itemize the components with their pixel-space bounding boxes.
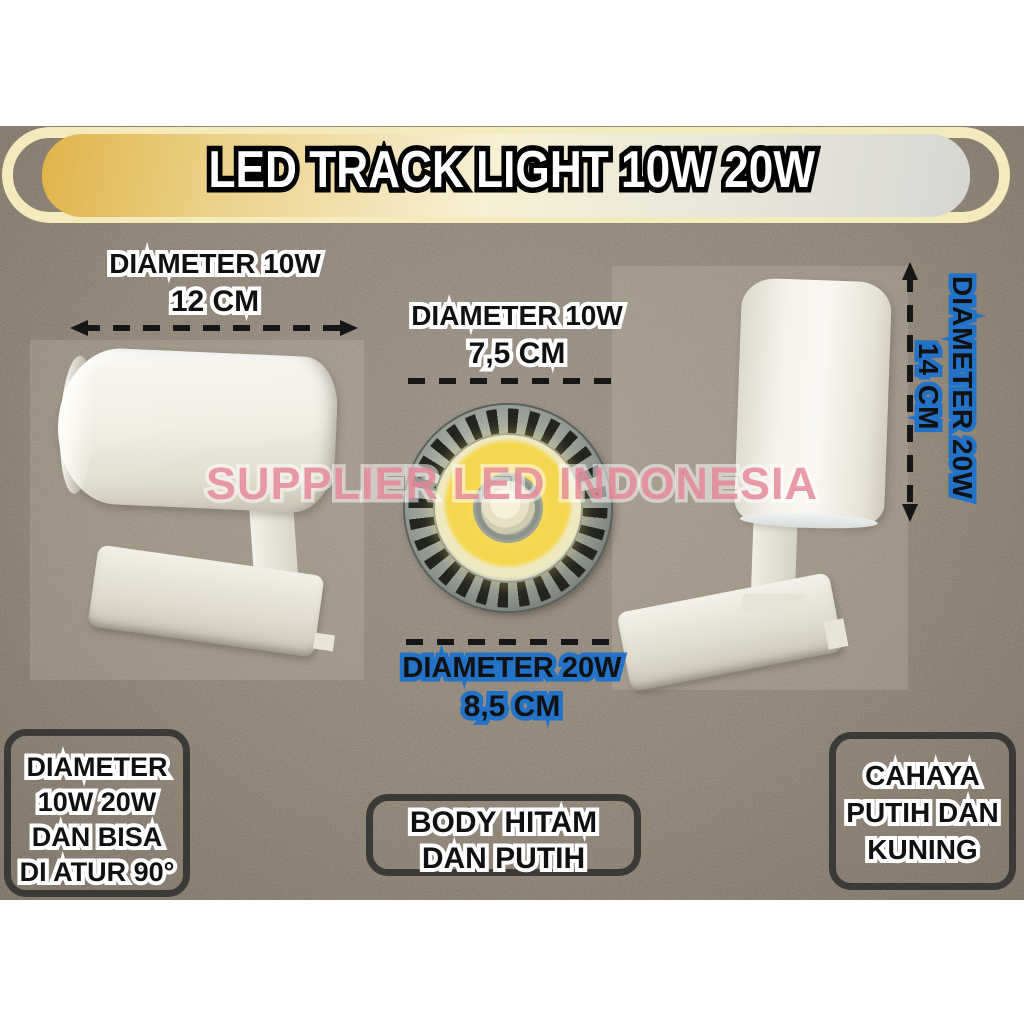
info-box-light-color: CAHAYA PUTIH DAN KUNING [829,732,1016,890]
info-line: PUTIH DAN [836,794,1009,831]
arrow-dashed-shaft [907,275,913,509]
title-banner-ring [2,127,1010,223]
info-line: DI ATUR 90° [11,855,183,890]
info-box-body-color: BODY HITAM DAN PUTIH [366,794,641,877]
arrow-left-head [70,320,88,336]
center-bottom-dimension-annotation: DIAMETER 20W 8,5 CM [372,650,652,727]
product-title-text: LED TRACK LIGHT 10W 20W [209,140,816,200]
dimension-value: 12 CM [80,282,350,322]
info-line: KUNING [836,831,1009,868]
info-line: DAN BISA [11,820,183,855]
arrow-up-head [902,262,918,280]
info-box-adjustable: DIAMETER 10W 20W DAN BISA DI ATUR 90° [4,729,190,897]
info-line: CAHAYA [836,757,1009,794]
arrow-right-head [340,320,358,336]
lamp-collar-right [742,594,806,612]
height-arrow [902,262,918,522]
info-line: DIAMETER [11,750,183,785]
left-dimension-annotation: DIAMETER 10W 12 CM [80,246,350,322]
dimension-value-vertical: 14 CM [912,342,944,432]
page-title: LED TRACK LIGHT 10W 20W [0,140,1024,200]
dimension-label: DIAMETER 10W [380,298,654,334]
dashed-line-bottom [406,639,618,645]
dimension-label: DIAMETER 10W [80,246,350,282]
arrow-down-head [902,504,918,522]
dimension-value: 7,5 CM [380,334,654,374]
width-arrow [70,320,358,336]
dimension-label-vertical: DIAMETER 20W [946,276,978,500]
info-line: BODY HITAM [373,805,634,841]
dashed-line-top [408,378,618,384]
track-clip-tab-left [312,632,336,652]
dimension-label: DIAMETER 20W [372,650,652,687]
arrow-dashed-shaft [83,325,345,331]
info-line: DAN PUTIH [373,841,634,877]
dimension-value: 8,5 CM [372,687,652,727]
center-top-dimension-annotation: DIAMETER 10W 7,5 CM [380,298,654,374]
watermark: SUPPLIER LED INDONESIA [0,458,1024,510]
info-line: 10W 20W [11,785,183,820]
